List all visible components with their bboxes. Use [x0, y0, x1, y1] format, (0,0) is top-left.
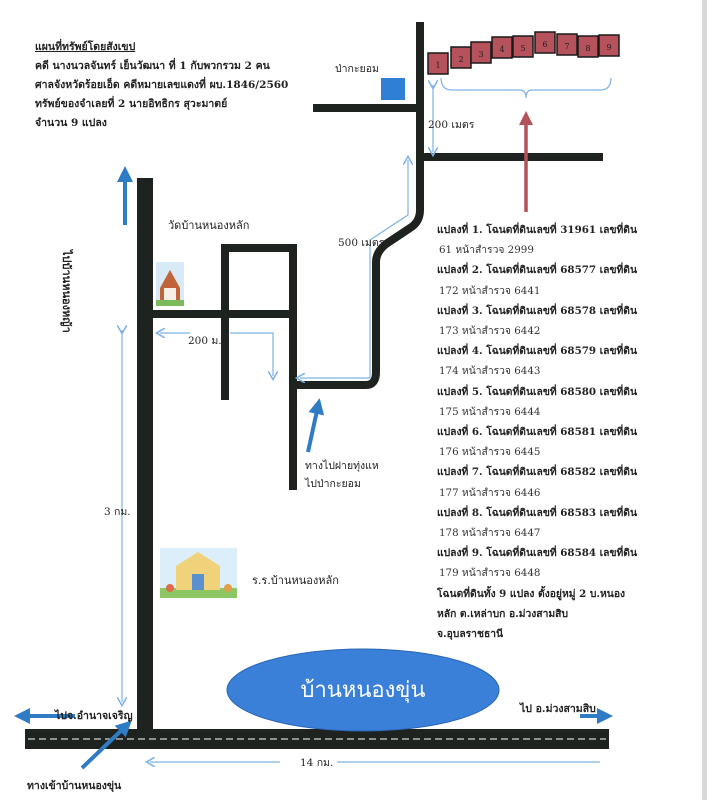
label-route-to-pa: ทางไปฝายทุ่งแห	[305, 460, 379, 472]
plot-number: 3	[478, 50, 483, 59]
plot-3	[470, 41, 492, 64]
main-road	[137, 178, 153, 735]
header-line: คดี นางนวลจันทร์ เย็นวัฒนา ที่ 1 กับพวกร…	[35, 60, 270, 72]
header-line: ทรัพย์ของจำเลยที่ 2 นายอิทธิกร สุวะมาตย์	[35, 98, 228, 110]
deed-survey-line: 177 หน้าสำรวจ 6446	[439, 486, 541, 499]
header-line: ศาลจังหวัดร้อยเอ็ด คดีหมายเลขแดงที่ ผบ.1…	[35, 79, 289, 91]
map-header: แผนที่ทรัพย์โดยสังเขป คดี นางนวลจันทร์ เ…	[35, 38, 288, 133]
plot-4	[491, 36, 513, 59]
label-200m-top: 200 เมตร	[428, 119, 475, 131]
deed-survey-line: 61 หน้าสำรวจ 2999	[439, 244, 534, 257]
deed-survey-line: 173 หน้าสำรวจ 6442	[439, 325, 541, 338]
temple-icon	[156, 262, 184, 306]
deed-line: แปลงที่ 6. โฉนดที่ดินเลขที่ 68581 เลขที่…	[437, 426, 638, 439]
plots-brace	[440, 77, 612, 99]
plot-number: 7	[564, 42, 569, 51]
header-line: จำนวน 9 แปลง	[35, 117, 107, 129]
plot-number: 6	[542, 40, 547, 49]
plot-7	[556, 33, 578, 56]
page-edge	[702, 0, 707, 800]
plot-number: 8	[585, 44, 590, 53]
plots-group: 1 2 3 4 5 6 7 8 9	[427, 31, 620, 75]
label-to-muang: ไป อ.ม่วงสามสิบ	[520, 703, 596, 715]
plot-number: 4	[499, 45, 504, 54]
plot-number: 1	[435, 61, 440, 70]
deed-line: แปลงที่ 3. โฉนดที่ดินเลขที่ 68578 เลขที่…	[437, 304, 638, 317]
label-village: บ้านหนองขุ่น	[300, 678, 426, 703]
deed-footer-line: หลัก ต.เหล่าบก อ.ม่วงสามสิบ	[437, 607, 568, 620]
deed-survey-line: 174 หน้าสำรวจ 6443	[439, 365, 541, 378]
label-entrance: ทางเข้าบ้านหนองขุ่น	[27, 780, 122, 792]
plot-5	[512, 35, 534, 58]
deed-survey-line: 179 หน้าสำรวจ 6448	[439, 567, 541, 580]
plot-6	[534, 31, 556, 54]
map-title: แผนที่ทรัพย์โดยสังเขป	[35, 41, 136, 53]
label-to-north: ไปบ้านหนองหญ้า	[60, 250, 73, 333]
label-3km: 3 กม.	[104, 506, 131, 518]
deed-line: แปลงที่ 5. โฉนดที่ดินเลขที่ 68580 เลขที่…	[437, 385, 638, 398]
label-to-amnat: ไปจ.อำนาจเจริญ	[55, 710, 133, 722]
plot-1	[427, 52, 449, 75]
label-pa-ka-yom: ป่ากะยอม	[335, 63, 379, 75]
deed-footer-line: โฉนดที่ดินทั้ง 9 แปลง ตั้งอยู่หมู่ 2 บ.ห…	[437, 587, 626, 600]
label-14km: 14 กม.	[296, 756, 338, 770]
pa-ka-yom-marker	[381, 78, 405, 100]
deed-survey-line: 175 หน้าสำรวจ 6444	[439, 405, 541, 418]
plot-number: 5	[520, 44, 525, 53]
plot-8	[577, 35, 599, 58]
deed-footer-line: จ.อุบลราชธานี	[437, 628, 504, 641]
deed-line: แปลงที่ 1. โฉนดที่ดินเลขที่ 31961 เลขที่…	[437, 224, 638, 236]
deed-line: แปลงที่ 2. โฉนดที่ดินเลขที่ 68577 เลขที่…	[437, 264, 638, 277]
deed-survey-line: 176 หน้าสำรวจ 6445	[439, 446, 541, 459]
plot-number: 2	[458, 55, 463, 64]
village-roads	[150, 22, 603, 490]
deed-list: แปลงที่ 1. โฉนดที่ดินเลขที่ 31961 เลขที่…	[437, 220, 637, 644]
deed-survey-line: 172 หน้าสำรวจ 6441	[439, 284, 541, 297]
distance-guides	[122, 85, 600, 762]
deed-line: แปลงที่ 4. โฉนดที่ดินเลขที่ 68579 เลขที่…	[437, 345, 638, 358]
deed-survey-line: 178 หน้าสำรวจ 6447	[439, 527, 541, 540]
plot-number: 9	[606, 43, 611, 52]
school-icon	[160, 548, 237, 598]
label-500m: 500 เมตร	[338, 237, 385, 249]
label-route-to-pa-2: ไปป่ากะยอม	[305, 478, 361, 490]
deed-line: แปลงที่ 7. โฉนดที่ดินเลขที่ 68582 เลขที่…	[437, 466, 638, 479]
deed-line: แปลงที่ 9. โฉนดที่ดินเลขที่ 68584 เลขที่…	[437, 547, 638, 560]
label-200m-left: 200 ม.	[188, 335, 222, 347]
deed-line: แปลงที่ 8. โฉนดที่ดินเลขที่ 68583 เลขที่…	[437, 506, 638, 519]
village-lake	[226, 648, 500, 732]
plot-9	[598, 34, 620, 57]
label-school: ร.ร.บ้านหนองหลัก	[252, 574, 339, 587]
direction-arrows	[14, 166, 613, 770]
label-temple: วัดบ้านหนองหลัก	[168, 219, 250, 232]
